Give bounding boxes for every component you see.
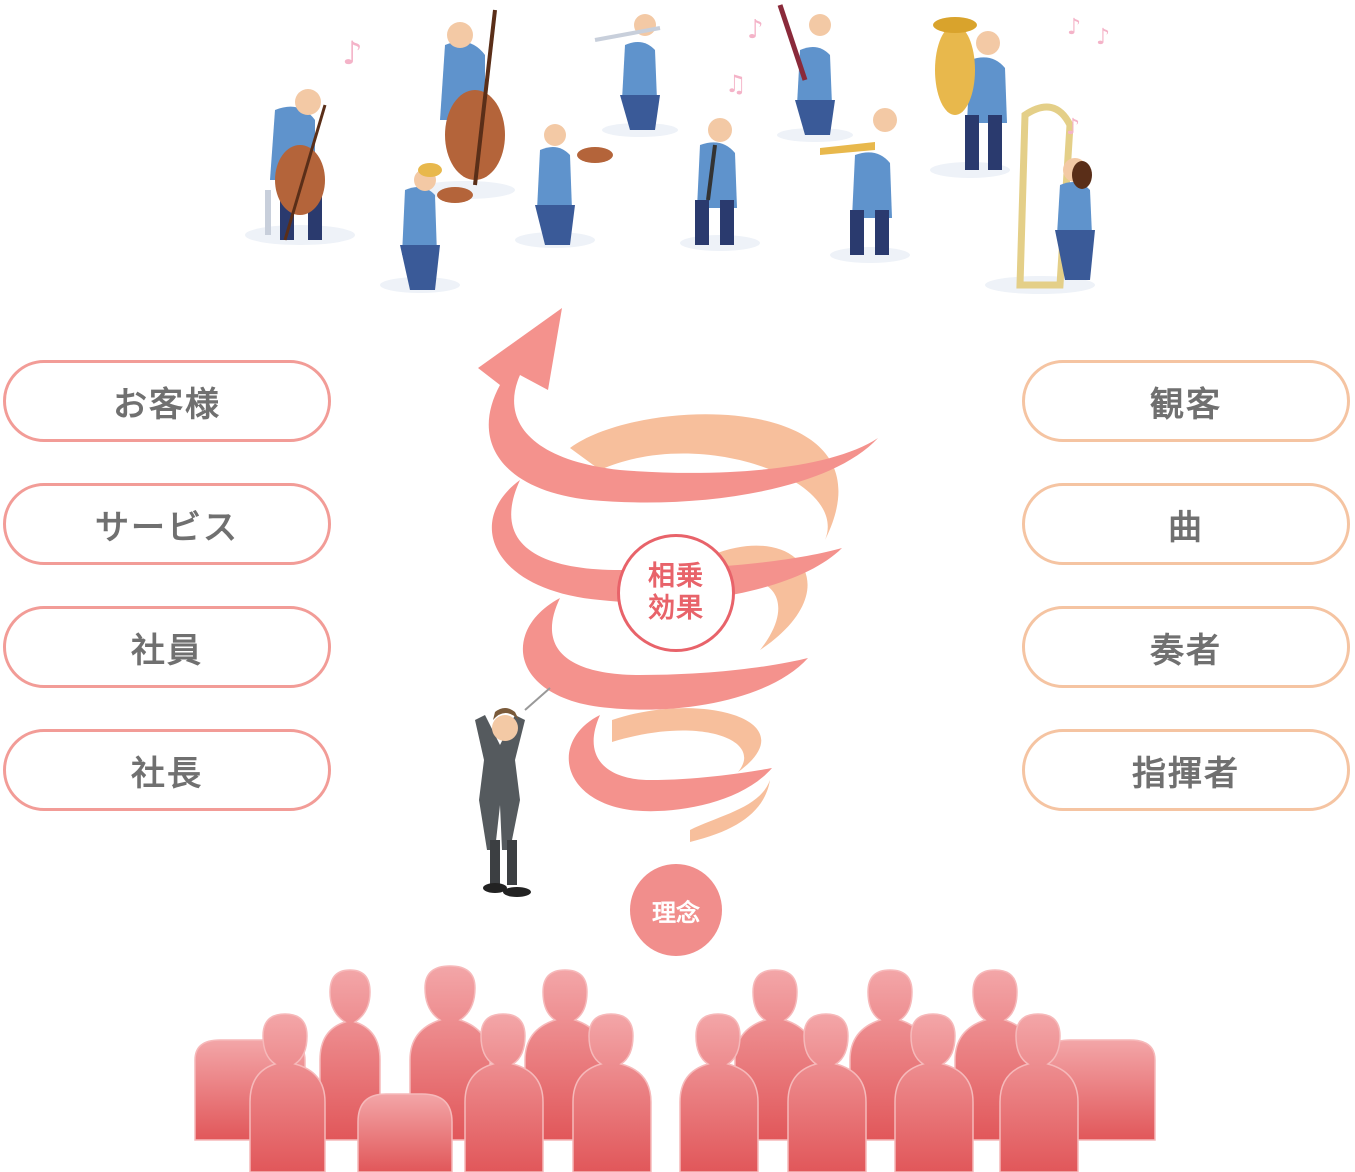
svg-text:♪: ♪: [1067, 15, 1081, 40]
right-item-music: 曲: [1022, 483, 1350, 565]
right-item-label: 曲: [1168, 507, 1204, 548]
right-item-label: 指揮者: [1132, 753, 1240, 794]
svg-text:♪: ♪: [1066, 115, 1080, 140]
left-item-label: 社員: [131, 630, 203, 671]
left-item-label: サービス: [95, 507, 239, 548]
musician-cellist: [245, 89, 355, 245]
right-item-label: 観客: [1150, 384, 1222, 425]
left-item-president: 社長: [3, 729, 331, 811]
svg-text:♫: ♫: [725, 70, 747, 98]
left-item-label: 社長: [131, 753, 203, 794]
left-item-service: サービス: [3, 483, 331, 565]
musician-bassoonist: [777, 4, 853, 142]
synergy-badge: 相乗 効果: [617, 534, 735, 652]
musician-harpist: [985, 103, 1095, 294]
orchestra-illustration: [245, 4, 1095, 294]
musician-clarinetist: [680, 118, 760, 251]
musician-flutist: [594, 14, 678, 137]
left-item-customer: お客様: [3, 360, 331, 442]
svg-text:♪: ♪: [747, 15, 764, 45]
svg-text:♪: ♪: [342, 34, 362, 72]
left-item-label: お客様: [113, 384, 221, 425]
musician-violinist-2: [515, 124, 613, 248]
musician-tuba: [930, 17, 1010, 178]
philosophy-badge: 理念: [630, 864, 722, 956]
music-note-icon: ♪ ♪ ♫ ♪ ♪ ♪: [342, 15, 1110, 140]
right-item-conductor: 指揮者: [1022, 729, 1350, 811]
right-item-performer: 奏者: [1022, 606, 1350, 688]
musician-trumpeter: [820, 108, 910, 263]
conductor-illustration: [475, 687, 551, 897]
right-item-label: 奏者: [1150, 630, 1222, 671]
musician-violinist-1: [380, 163, 473, 293]
audience-silhouette: [194, 965, 1156, 1172]
spiral-arrow-icon: [478, 308, 878, 842]
svg-text:♪: ♪: [1096, 25, 1110, 50]
left-item-employee: 社員: [3, 606, 331, 688]
right-item-audience: 観客: [1022, 360, 1350, 442]
